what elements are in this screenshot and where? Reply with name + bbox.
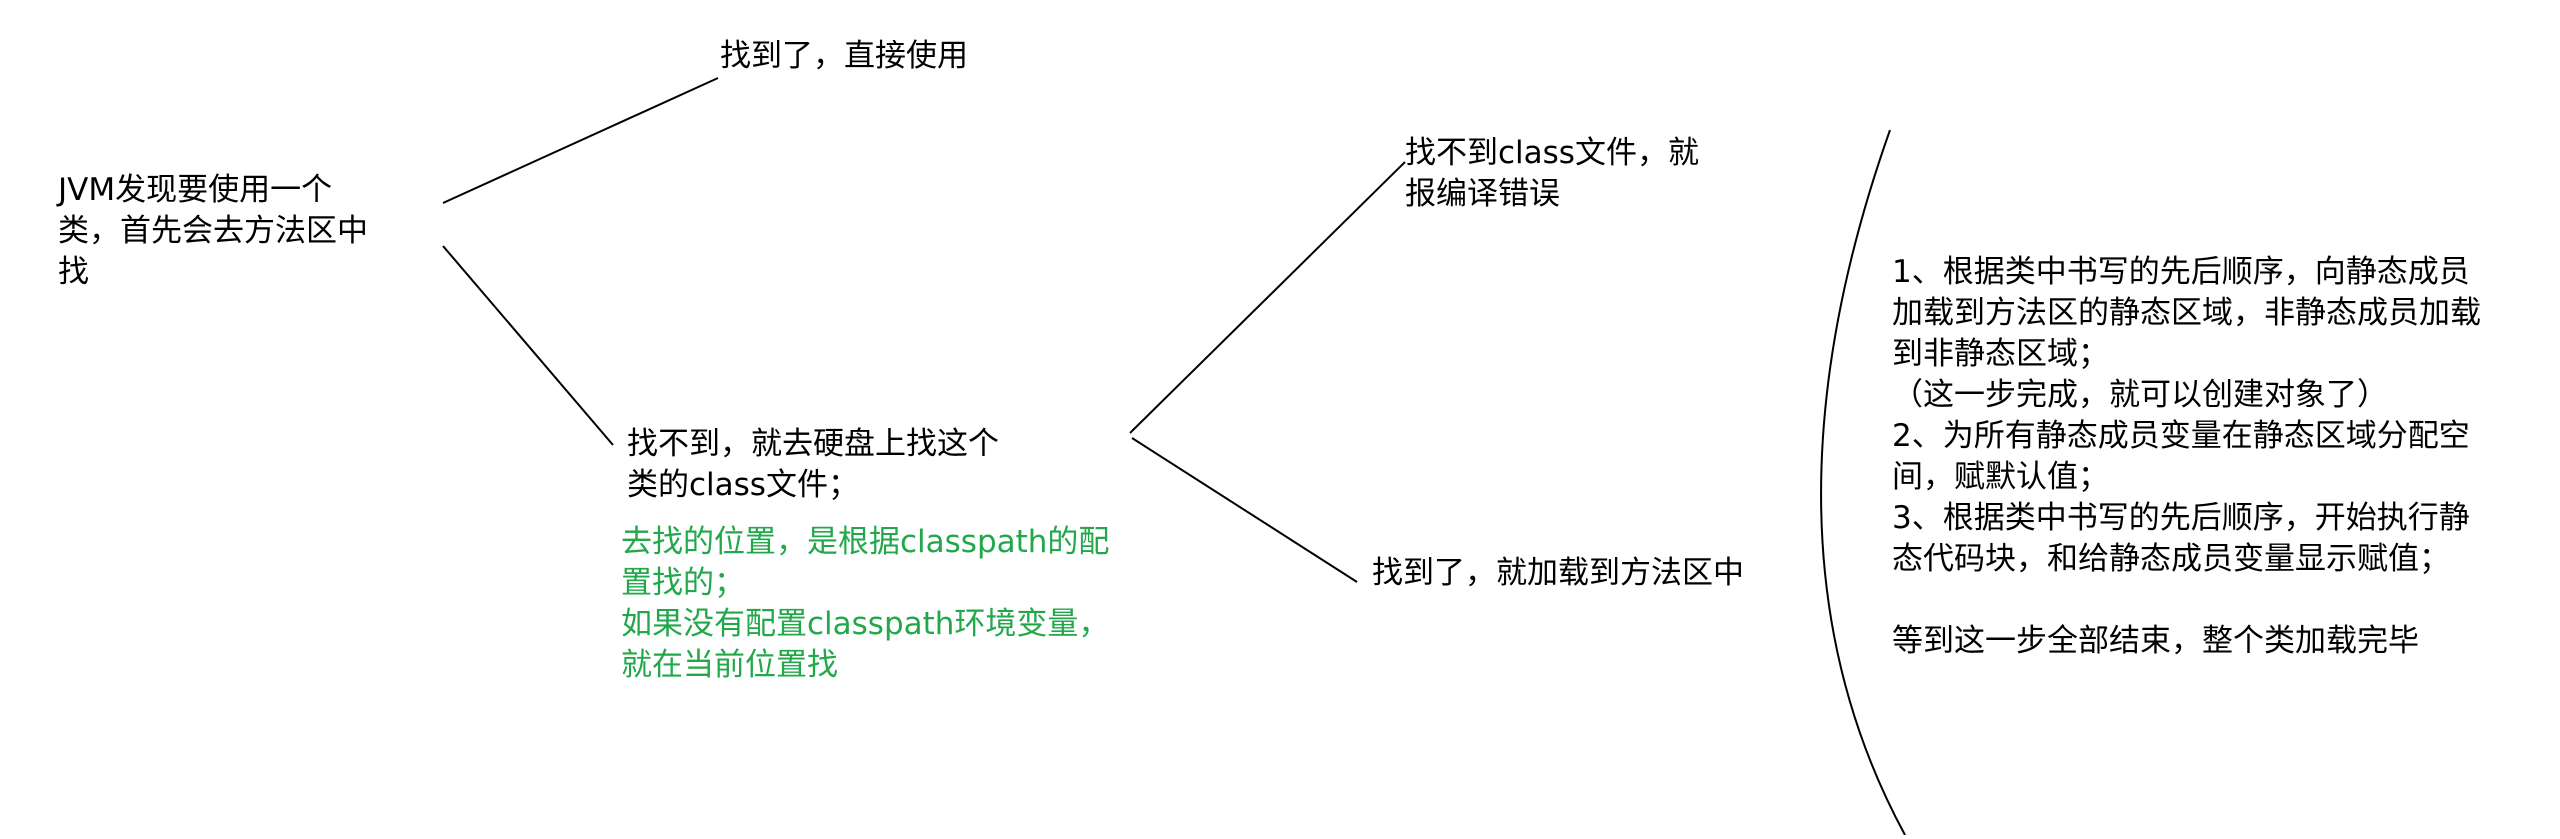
node-load-steps: 1、根据类中书写的先后顺序，向静态成员 加载到方法区的静态区域，非静态成员加载 …	[1892, 252, 2481, 662]
bracket-curve	[1820, 129, 1906, 836]
node-classpath-note-line: 去找的位置，是根据classpath的配	[621, 524, 1110, 560]
node-load-steps-line: 3、根据类中书写的先后顺序，开始执行静	[1892, 500, 2470, 536]
node-load-method-area: 找到了，就加载到方法区中	[1372, 553, 1744, 594]
connector-not-found-to-load	[1131, 437, 1358, 583]
node-load-steps-line: 到非静态区域；	[1892, 336, 2109, 372]
node-classpath-note: 去找的位置，是根据classpath的配 置找的； 如果没有配置classpat…	[621, 522, 1109, 686]
node-load-steps-line: （这一步完成，就可以创建对象了）	[1892, 377, 2388, 413]
node-found-direct-line: 找到了，直接使用	[720, 38, 968, 74]
node-not-found-line: 类的class文件；	[627, 467, 859, 503]
connector-not-found-to-compile-error	[1129, 161, 1406, 434]
node-load-steps-line: 态代码块，和给静态成员变量显示赋值；	[1892, 541, 2450, 577]
node-classpath-note-line: 如果没有配置classpath环境变量，	[621, 606, 1110, 642]
node-load-steps-line: 加载到方法区的静态区域，非静态成员加载	[1892, 295, 2481, 331]
node-load-steps-line: 2、为所有静态成员变量在静态区域分配空	[1892, 418, 2470, 454]
node-load-steps-line	[1892, 580, 2481, 621]
node-found-direct: 找到了，直接使用	[720, 36, 968, 77]
node-compile-error-line: 报编译错误	[1405, 176, 1560, 212]
node-classpath-note-line: 置找的；	[621, 565, 745, 601]
connector-root-to-found	[442, 77, 719, 204]
node-not-found: 找不到，就去硬盘上找这个 类的class文件；	[627, 424, 999, 506]
node-root-line: 找	[58, 254, 89, 290]
node-load-steps-line: 间，赋默认值；	[1892, 459, 2109, 495]
node-load-method-area-line: 找到了，就加载到方法区中	[1372, 555, 1744, 591]
node-classpath-note-line: 就在当前位置找	[621, 647, 838, 683]
connector-root-to-not-found	[442, 245, 614, 446]
node-not-found-line: 找不到，就去硬盘上找这个	[627, 426, 999, 462]
node-compile-error-line: 找不到class文件，就	[1405, 135, 1699, 171]
node-compile-error: 找不到class文件，就 报编译错误	[1405, 133, 1699, 215]
node-root: JVM发现要使用一个 类，首先会去方法区中 找	[58, 170, 368, 293]
node-root-line: JVM发现要使用一个	[58, 172, 333, 208]
node-root-line: 类，首先会去方法区中	[58, 213, 368, 249]
node-load-steps-line: 1、根据类中书写的先后顺序，向静态成员	[1892, 254, 2470, 290]
node-load-steps-line: 等到这一步全部结束，整个类加载完毕	[1892, 623, 2419, 659]
